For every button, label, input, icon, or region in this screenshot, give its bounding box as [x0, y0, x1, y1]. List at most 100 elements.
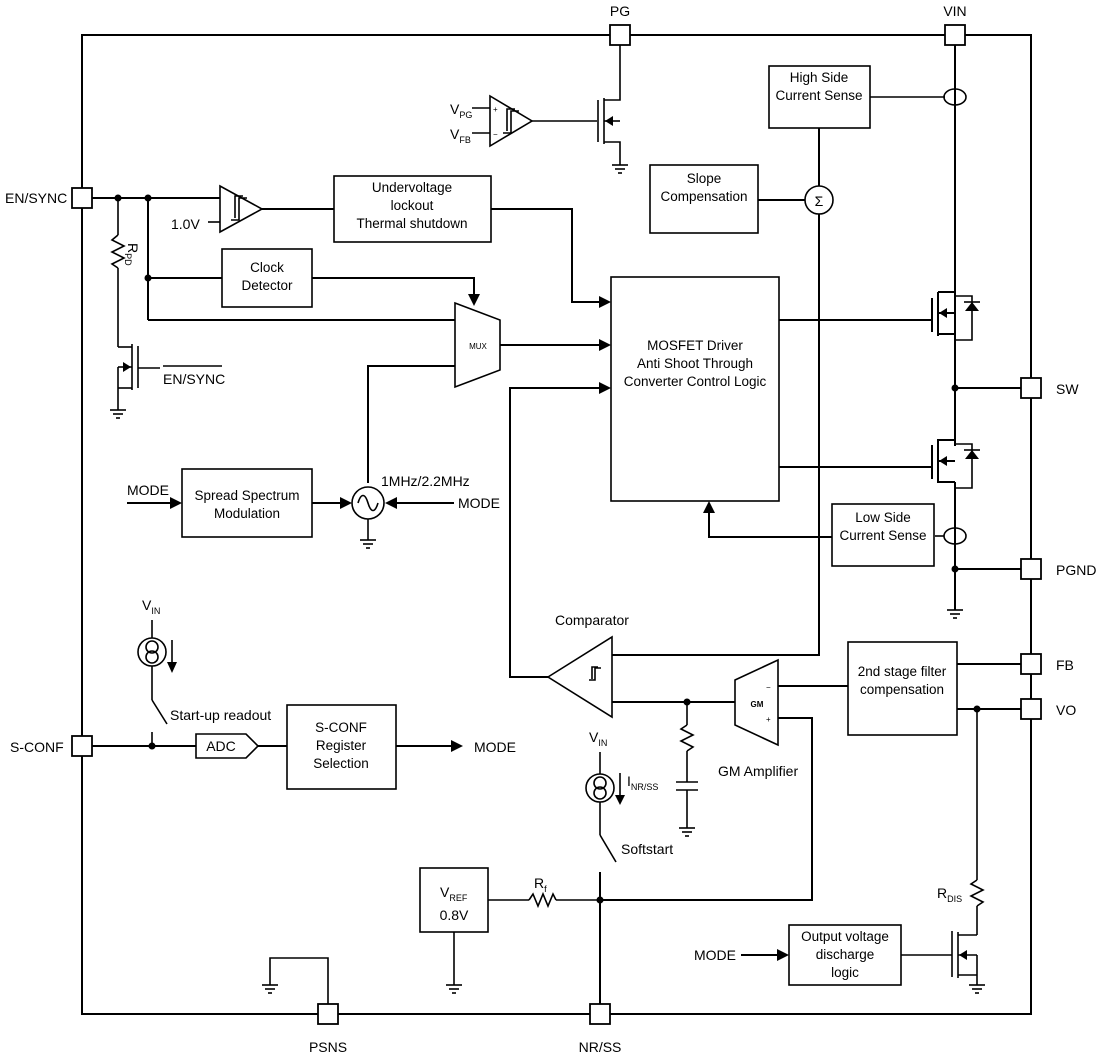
slope-line-1: Slope	[687, 171, 722, 186]
svg-text:−: −	[493, 130, 498, 139]
discharge-line-3: logic	[831, 965, 859, 980]
startup-label: Start-up readout	[170, 707, 271, 723]
vin-mid-label: VIN	[589, 729, 607, 748]
filter-compensation-block	[847, 641, 958, 736]
sconf-current-source	[137, 637, 167, 667]
rdis-label: RDIS	[937, 885, 962, 904]
vref-name: VREF	[440, 884, 468, 903]
mosfet-line-3: Converter Control Logic	[624, 374, 767, 389]
pin-sw[interactable]	[1020, 377, 1042, 399]
comparator	[546, 635, 613, 719]
slope-compensation-block	[649, 164, 759, 234]
startup-switch	[151, 699, 168, 725]
sconf-line-2: Register	[316, 738, 367, 753]
rf-label: Rf	[534, 875, 547, 894]
en-sync-bar-label: EN/SYNC	[163, 371, 225, 387]
hs-sense-line-2: Current Sense	[775, 88, 862, 103]
pin-pg-label: PG	[610, 3, 630, 19]
pin-pgnd-label: PGND	[1056, 562, 1096, 578]
comp-resistor	[679, 724, 695, 752]
clock-line-1: Clock	[250, 260, 284, 275]
pin-fb-label: FB	[1056, 657, 1074, 673]
svg-text:+: +	[766, 715, 771, 724]
oscillator-symbol	[351, 486, 385, 520]
vfb-label: VFB	[450, 126, 471, 145]
uvlo-line-2: lockout	[391, 198, 434, 213]
mosfet-line-1: MOSFET Driver	[647, 338, 743, 353]
discharge-line-1: Output voltage	[801, 929, 889, 944]
spread-line-1: Spread Spectrum	[194, 488, 299, 503]
chip-boundary	[81, 34, 1032, 1015]
ref-1v-label: 1.0V	[171, 216, 200, 232]
pin-pgnd[interactable]	[1020, 558, 1042, 580]
adc-label: ADC	[206, 738, 236, 754]
slope-line-2: Compensation	[660, 189, 747, 204]
pin-vo-label: VO	[1056, 702, 1076, 718]
pin-sw-label: SW	[1056, 381, 1079, 397]
gm-label: GM	[751, 700, 764, 709]
pin-vo[interactable]	[1020, 698, 1042, 720]
pin-vin-label: VIN	[943, 3, 966, 19]
vref-value: 0.8V	[440, 907, 469, 923]
uvlo-line-3: Thermal shutdown	[356, 216, 467, 231]
discharge-nmos	[901, 931, 986, 994]
adc-block	[195, 733, 260, 759]
svg-text:−: −	[766, 683, 771, 692]
spread-line-2: Modulation	[214, 506, 280, 521]
pin-vin[interactable]	[944, 24, 966, 46]
en-comparator	[219, 184, 264, 234]
pin-en-sync[interactable]	[71, 187, 93, 209]
ls-sense-line-1: Low Side	[855, 510, 911, 525]
hs-sense-line-1: High Side	[790, 70, 849, 85]
comparator-label: Comparator	[555, 612, 629, 628]
vin-left-label: VIN	[142, 597, 160, 616]
softstart-label: Softstart	[621, 841, 673, 857]
sigma-label: Σ	[815, 193, 824, 209]
sconf-line-1: S-CONF	[315, 720, 367, 735]
pin-fb[interactable]	[1020, 653, 1042, 675]
pin-nr-ss[interactable]	[589, 1003, 611, 1025]
rpd-resistor	[110, 234, 126, 269]
filter-line-1: 2nd stage filter	[858, 664, 947, 679]
svg-text:+: +	[493, 105, 498, 114]
gm-amp-label: GM Amplifier	[718, 763, 798, 779]
clock-line-2: Detector	[241, 278, 293, 293]
pin-psns-label: PSNS	[309, 1039, 347, 1055]
mux-label: MUX	[469, 342, 487, 351]
mode-out-label: MODE	[474, 739, 516, 755]
mosfet-line-2: Anti Shoot Through	[637, 356, 753, 371]
filter-line-2: compensation	[860, 682, 944, 697]
clock-detector-block	[221, 248, 313, 308]
gm-amplifier	[734, 658, 779, 747]
high-side-mosfet	[779, 290, 980, 446]
low-side-current-sense-block	[831, 503, 935, 567]
rf-resistor	[528, 891, 557, 909]
vpg-label: VPG	[450, 101, 472, 120]
mode-spread-label: MODE	[127, 482, 169, 498]
inr-label: INR/SS	[627, 773, 658, 792]
discharge-line-2: discharge	[816, 947, 875, 962]
sconf-line-3: Selection	[313, 756, 369, 771]
spread-spectrum-block	[181, 468, 313, 538]
pin-s-conf[interactable]	[71, 735, 93, 757]
pin-s-conf-label: S-CONF	[10, 739, 64, 755]
pg-nmos	[597, 45, 629, 174]
mode-osc-label: MODE	[458, 495, 500, 511]
uvlo-block	[333, 175, 492, 243]
en-pulldown-nmos	[109, 344, 160, 419]
pg-comparator: + −	[489, 94, 534, 148]
rpd-label: RPD	[123, 243, 141, 266]
pin-pg[interactable]	[609, 24, 631, 46]
rdis-resistor	[969, 879, 985, 907]
softstart-switch	[599, 834, 617, 863]
pin-psns[interactable]	[317, 1003, 339, 1025]
pin-en-sync-label: EN/SYNC	[5, 190, 67, 206]
low-side-mosfet	[779, 439, 980, 489]
mosfet-driver-block	[610, 276, 780, 502]
pin-nr-ss-label: NR/SS	[579, 1039, 622, 1055]
uvlo-line-1: Undervoltage	[372, 180, 452, 195]
mode-discharge-label: MODE	[694, 947, 736, 963]
freq-label: 1MHz/2.2MHz	[381, 473, 470, 489]
inr-current-source	[585, 773, 615, 803]
